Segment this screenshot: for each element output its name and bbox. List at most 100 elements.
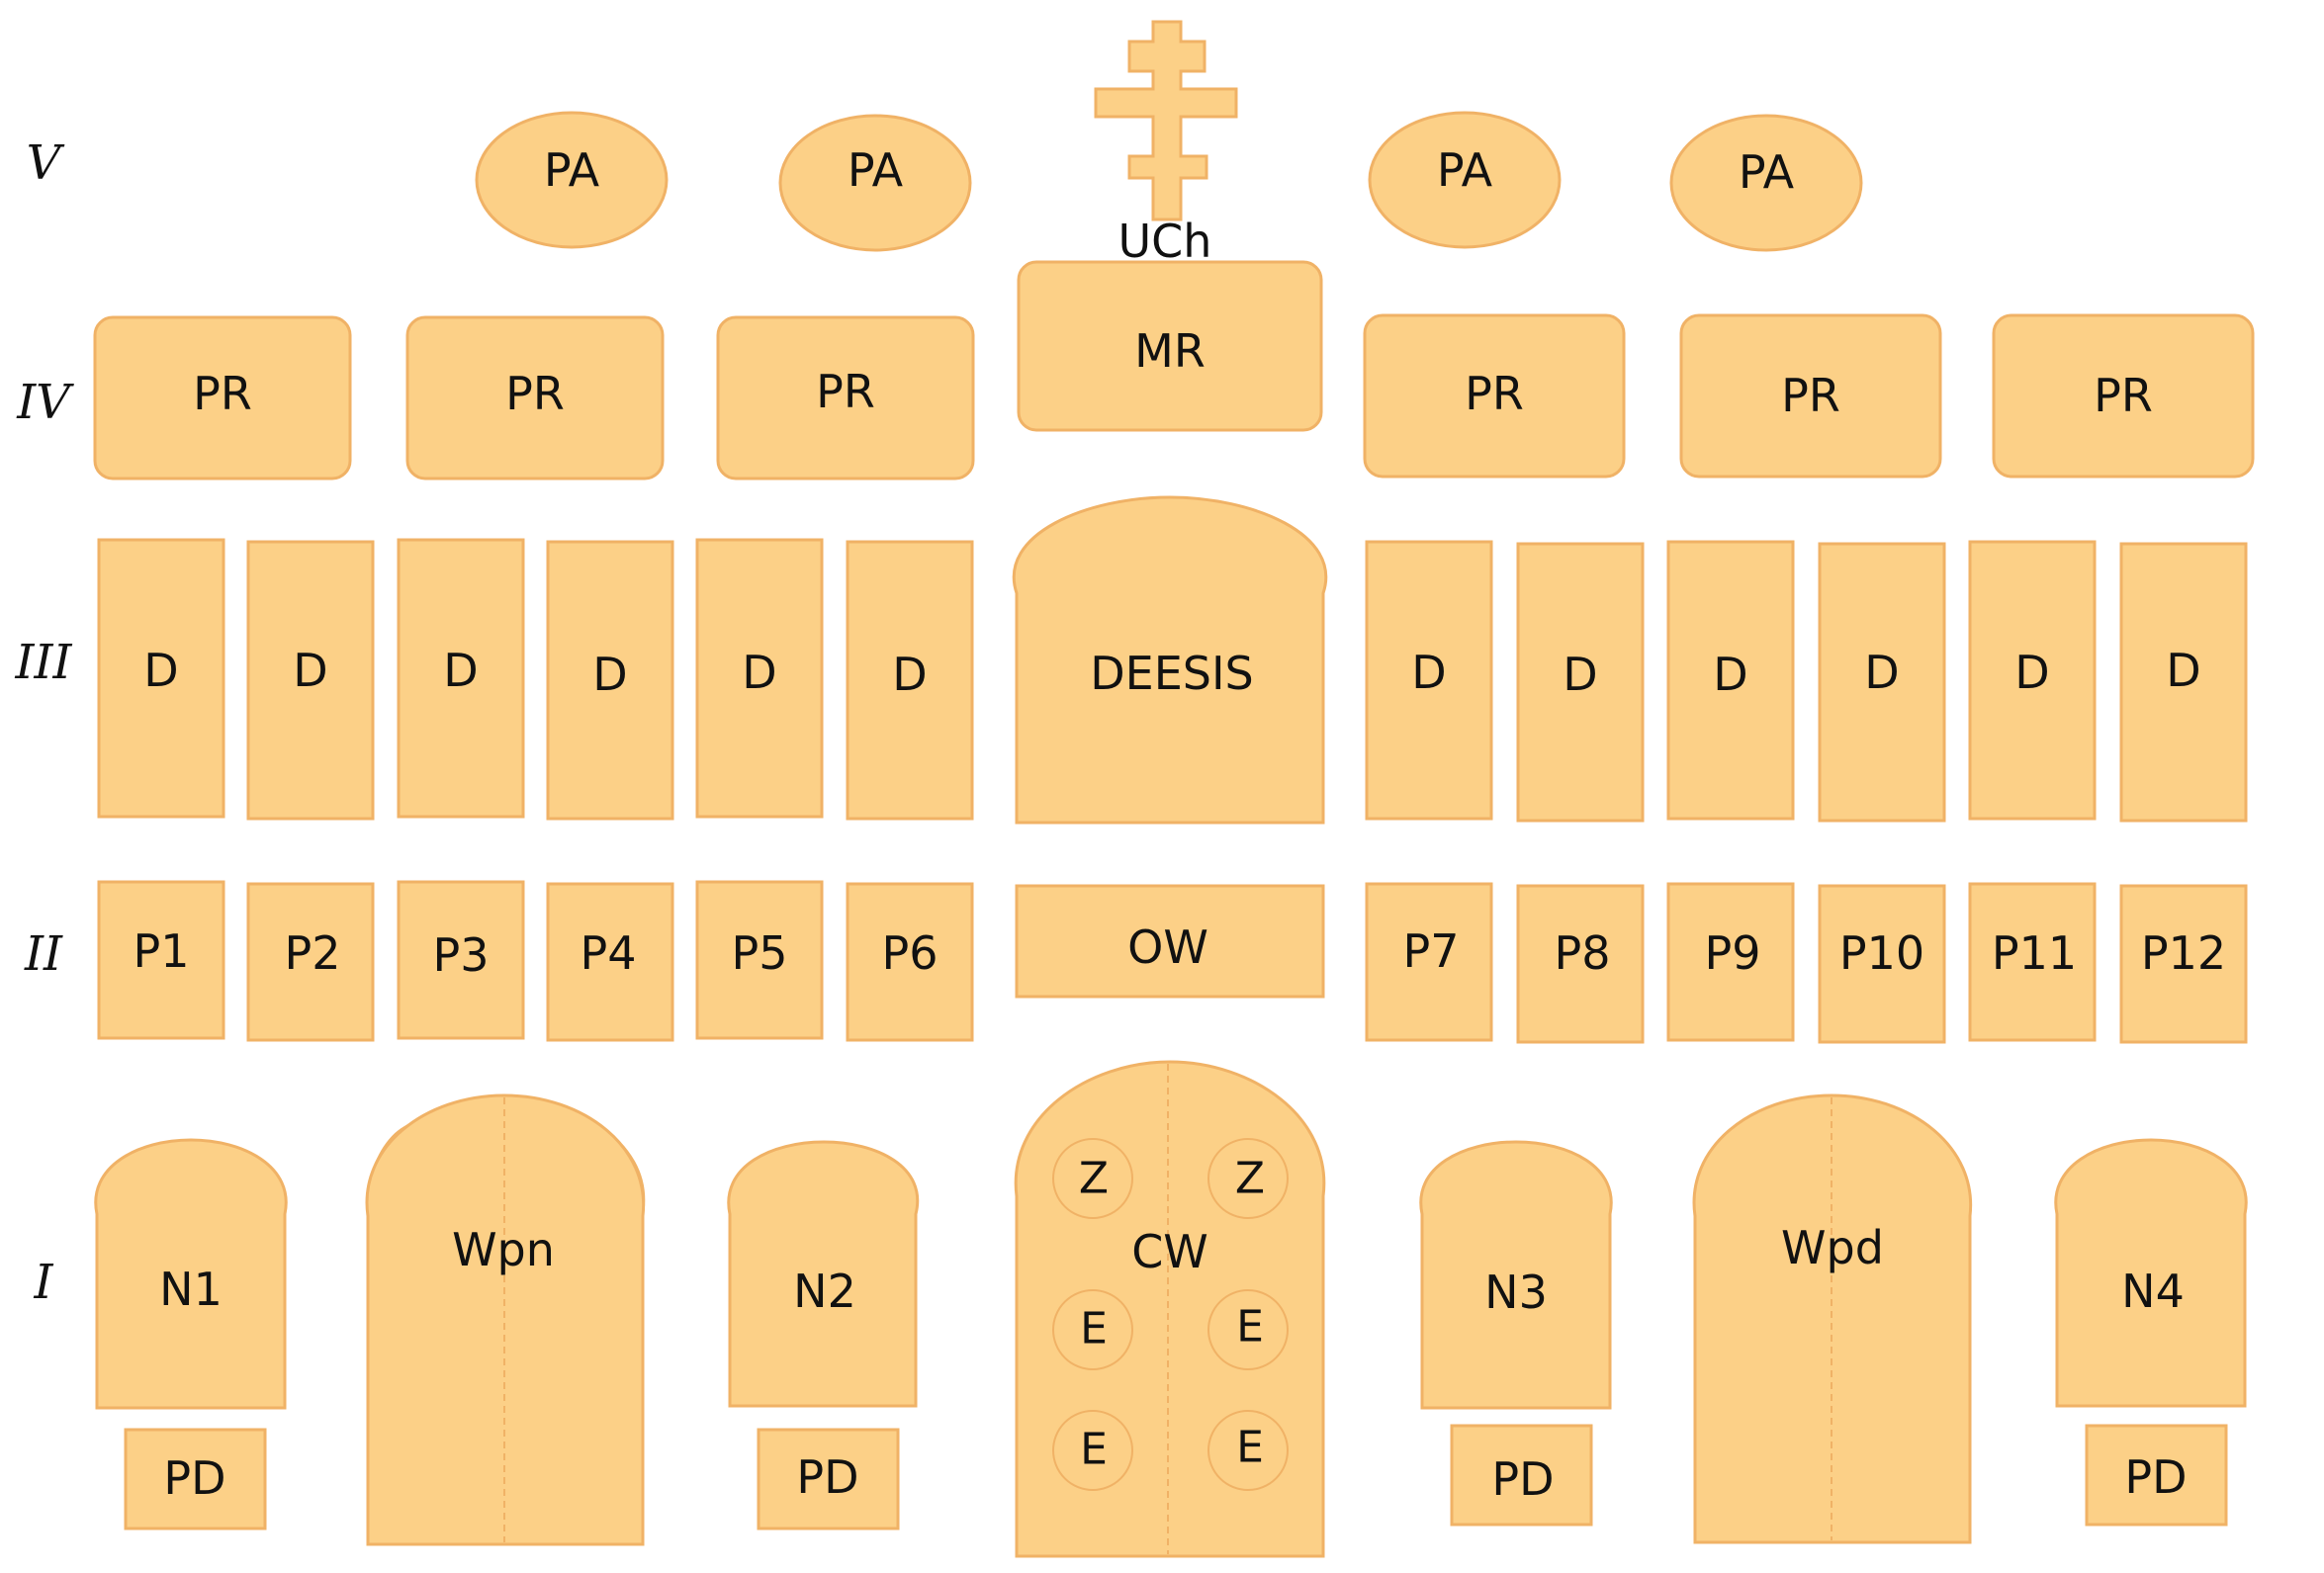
wpn-door-outline <box>365 1093 646 1546</box>
d-panel-r4 <box>1818 542 1946 823</box>
pr-panel-6 <box>1992 313 2255 479</box>
pd-panel-3 <box>1450 1424 1593 1527</box>
n3-panel <box>1419 1140 1613 1410</box>
pr-label-1: PR <box>193 367 252 420</box>
ow-panel <box>1015 884 1325 999</box>
cw-label: CW <box>1131 1225 1208 1278</box>
d-panel-l6 <box>846 540 974 821</box>
e-medallion-3 <box>1052 1410 1133 1491</box>
d-label-l5: D <box>742 646 776 699</box>
p-label-1: P1 <box>133 924 189 978</box>
d-panel-l5 <box>695 538 824 819</box>
row-ii: P1 P2 P3 P4 P5 P6 OW P7 P8 P9 P10 P11 P1… <box>97 880 2248 1044</box>
pr-label-3: PR <box>816 365 875 418</box>
pr-label-4: PR <box>1465 367 1524 420</box>
p-panel-6 <box>846 882 974 1042</box>
n1-label: N1 <box>159 1263 223 1316</box>
pr-panel-4 <box>1363 313 1626 479</box>
tier-label-v: V <box>27 135 65 191</box>
pd-label-3: PD <box>1491 1452 1554 1506</box>
p-label-12: P12 <box>2141 926 2226 980</box>
cross-icon <box>1094 20 1238 221</box>
d-panel-r5 <box>1968 540 2097 821</box>
n4-panel <box>2054 1138 2248 1408</box>
p-label-4: P4 <box>580 926 636 980</box>
z-label-2: Z <box>1235 1154 1265 1204</box>
z-medallion-1 <box>1052 1138 1133 1219</box>
pa-label-3: PA <box>1437 143 1493 197</box>
uch-label: UCh <box>1118 215 1212 268</box>
tier-label-ii: II <box>24 926 63 982</box>
e-medallion-2 <box>1207 1289 1289 1370</box>
pr-label-6: PR <box>2094 369 2153 422</box>
z-medallion-2 <box>1207 1138 1289 1219</box>
p-panel-1 <box>97 880 225 1040</box>
mr-label: MR <box>1134 324 1206 378</box>
deesis-panel <box>1013 495 1327 825</box>
row-i: N1 PD Wpn N2 PD Z Z CW E E E E N3 PD <box>94 1060 2248 1558</box>
p-label-9: P9 <box>1704 926 1760 980</box>
d-panel-r3 <box>1666 540 1795 821</box>
d-label-l3: D <box>443 644 478 697</box>
wpn-label: Wpn <box>452 1223 555 1276</box>
n2-panel <box>727 1140 920 1408</box>
mr-panel <box>1017 260 1323 432</box>
n2-label: N2 <box>793 1265 856 1318</box>
p-panel-3 <box>397 880 525 1040</box>
d-panel-l3 <box>397 538 525 819</box>
d-panel-r6 <box>2119 542 2248 823</box>
p-label-11: P11 <box>1992 926 2077 980</box>
d-panel-l2 <box>246 540 375 821</box>
pr-panel-5 <box>1679 313 1942 479</box>
pa-label-4: PA <box>1739 145 1795 199</box>
pa-label-1: PA <box>544 143 600 197</box>
row-v: PA PA PA PA UCh <box>475 20 1863 268</box>
n4-label: N4 <box>2121 1265 2185 1318</box>
p-label-6: P6 <box>881 926 938 980</box>
pa-panel-4 <box>1669 114 1863 252</box>
pd-label-2: PD <box>796 1450 858 1504</box>
p-panel-11 <box>1968 882 2097 1042</box>
tier-label-iii: III <box>15 635 73 690</box>
tier-label-iv: IV <box>16 375 74 430</box>
wpd-door-panel <box>1692 1093 1973 1544</box>
d-label-l1: D <box>143 644 178 697</box>
p-panel-8 <box>1516 884 1645 1044</box>
d-label-r5: D <box>2014 646 2049 699</box>
e-medallion-1 <box>1052 1289 1133 1370</box>
pd-panel-2 <box>757 1428 900 1530</box>
pd-label-4: PD <box>2124 1450 2187 1504</box>
row-iii: D D D D D D DEESIS D D D D D D <box>97 495 2248 825</box>
pa-label-2: PA <box>848 143 904 197</box>
d-label-l2: D <box>293 644 327 697</box>
p-label-3: P3 <box>432 928 489 982</box>
p-label-10: P10 <box>1839 926 1924 980</box>
z-label-1: Z <box>1079 1154 1109 1204</box>
pr-label-5: PR <box>1781 369 1840 422</box>
p-label-8: P8 <box>1554 926 1610 980</box>
pa-panel-3 <box>1368 111 1562 249</box>
pr-label-2: PR <box>505 367 565 420</box>
p-panel-7 <box>1365 882 1493 1042</box>
e-label-2: E <box>1236 1302 1264 1353</box>
pd-panel-4 <box>2085 1424 2228 1527</box>
d-label-r3: D <box>1713 648 1747 701</box>
n1-panel <box>94 1138 288 1410</box>
e-label-1: E <box>1080 1304 1108 1355</box>
d-label-r6: D <box>2166 644 2200 697</box>
pr-panel-1 <box>93 315 352 481</box>
p-panel-12 <box>2119 884 2248 1044</box>
d-panel-l4 <box>546 540 674 821</box>
p-panel-10 <box>1818 884 1946 1044</box>
n3-label: N3 <box>1484 1266 1548 1319</box>
pa-panel-2 <box>778 114 972 252</box>
e-label-4: E <box>1236 1423 1264 1473</box>
deesis-label: DEESIS <box>1090 647 1254 700</box>
p-label-7: P7 <box>1402 924 1459 978</box>
pd-panel-1 <box>124 1428 267 1530</box>
d-label-r4: D <box>1864 646 1899 699</box>
d-panel-r2 <box>1516 542 1645 823</box>
e-medallion-4 <box>1207 1410 1289 1491</box>
d-panel-l1 <box>97 538 225 819</box>
